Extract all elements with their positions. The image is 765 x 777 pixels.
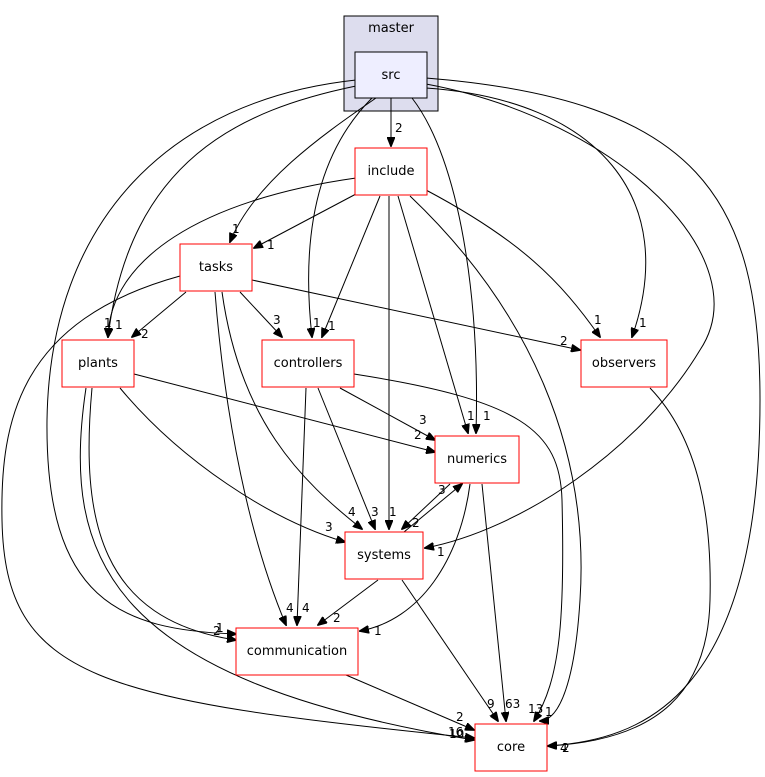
edge-label-controllers-numerics: 3 [419, 413, 427, 427]
edge-numerics-systems [402, 483, 451, 529]
edge-tasks-plants [132, 291, 187, 337]
node-communication[interactable]: communication [235, 627, 359, 676]
edge-tasks-communication [214, 291, 286, 625]
edge-systems-communication [318, 579, 379, 625]
node-core-label: core [497, 740, 525, 755]
node-tasks[interactable]: tasks [179, 243, 253, 292]
edge-label-include-plants: 1 [115, 318, 123, 332]
node-src[interactable]: src [354, 51, 428, 99]
edge-observers-core [548, 387, 711, 746]
node-plants[interactable]: plants [61, 339, 135, 388]
edge-tasks-controllers [239, 291, 282, 337]
edge-controllers-core [353, 373, 564, 721]
edge-src-communication [46, 79, 357, 634]
node-systems[interactable]: systems [344, 531, 424, 580]
node-numerics[interactable]: numerics [434, 435, 520, 484]
node-core[interactable]: core [474, 723, 548, 772]
edge-label-tasks-communication: 4 [286, 601, 294, 615]
edge-src-observers [425, 87, 647, 337]
edge-include-observers [425, 189, 600, 337]
edge-label-systems-core: 9 [487, 697, 495, 711]
node-communication-label: communication [247, 644, 348, 659]
node-include[interactable]: include [354, 147, 428, 196]
edge-src-systems [425, 83, 715, 548]
edge-src-plants [108, 85, 357, 337]
edge-label-tasks-controllers: 3 [273, 313, 281, 327]
node-include-label: include [367, 164, 414, 179]
edge-label-include-core: 1 [545, 705, 553, 719]
edge-label-include-tasks: 1 [267, 238, 275, 252]
edge-label-numerics-systems: 2 [412, 516, 420, 530]
edge-label-tasks-plants: 2 [141, 327, 149, 341]
edge-systems-numerics [403, 484, 462, 533]
edge-include-core [409, 195, 582, 721]
edge-include-plants [108, 177, 357, 337]
edge-plants-systems [119, 387, 345, 542]
edge-label-controllers-core: 13 [528, 702, 543, 716]
edge-label-systems-numerics: 3 [438, 483, 446, 497]
edge-label-plants-numerics: 2 [414, 428, 422, 442]
edge-src-numerics [411, 97, 476, 433]
edge-include-numerics [397, 195, 468, 433]
edge-tasks-observers [251, 279, 580, 350]
edge-label-src-numerics: 1 [483, 409, 491, 423]
edge-plants-communication [88, 387, 236, 640]
edge-label-numerics-core: 63 [505, 697, 520, 711]
edge-label-include-controllers: 1 [328, 319, 336, 333]
edge-label-plants-communication: 2 [213, 624, 221, 638]
edge-tasks-core [1, 275, 474, 738]
edge-src-tasks [230, 97, 377, 242]
node-controllers[interactable]: controllers [261, 339, 355, 388]
node-observers-label: observers [592, 356, 656, 371]
node-plants-label: plants [78, 356, 118, 371]
edge-label-tasks-core: 16 [448, 725, 463, 739]
edge-src-core [425, 77, 761, 746]
edge-label-src-controllers: 1 [313, 316, 321, 330]
node-controllers-label: controllers [274, 356, 343, 371]
edge-label-src-communication: 1 [216, 621, 224, 635]
edge-systems-core [401, 579, 498, 721]
edge-label-tasks-observers: 2 [560, 334, 568, 348]
edge-plants-numerics [133, 373, 435, 452]
edge-include-controllers [322, 195, 381, 337]
edge-labels: 2 1 1 1 1 1 1 1 4 1 1 1 1 1 1 1 2 3 2 4 … [104, 121, 647, 755]
edge-label-controllers-communication: 4 [302, 601, 310, 615]
node-numerics-label: numerics [447, 452, 507, 467]
edge-label-plants-core: 10 [449, 727, 464, 741]
edge-label-systems-communication: 2 [333, 611, 341, 625]
edge-plants-core [79, 387, 474, 740]
edge-src-controllers [309, 97, 373, 337]
edge-controllers-communication [297, 387, 307, 625]
edge-label-include-numerics: 1 [467, 409, 475, 423]
edge-label-controllers-systems: 3 [371, 505, 379, 519]
edge-label-observers-core: 2 [562, 741, 570, 755]
edge-label-include-observers: 1 [594, 313, 602, 327]
edge-numerics-communication [360, 483, 471, 631]
edges [1, 77, 761, 746]
node-src-label: src [382, 68, 401, 83]
edge-include-tasks [254, 193, 357, 248]
edge-label-plants-systems: 3 [325, 520, 333, 534]
node-tasks-label: tasks [199, 260, 233, 275]
edge-label-src-observers: 1 [639, 316, 647, 330]
edge-communication-core [345, 674, 474, 730]
edge-label-src-include: 2 [395, 121, 403, 135]
edge-label-src-systems: 1 [437, 545, 445, 559]
edge-controllers-numerics [339, 387, 435, 440]
edge-tasks-systems [221, 291, 362, 529]
edge-label-communication-core: 2 [456, 710, 464, 724]
edge-controllers-systems [317, 387, 375, 529]
edge-label-src-tasks: 1 [232, 222, 240, 236]
edge-label-numerics-communication: 1 [374, 624, 382, 638]
edge-label-src-plants: 1 [104, 316, 112, 330]
node-observers[interactable]: observers [580, 339, 668, 388]
edge-label-tasks-systems: 4 [348, 505, 356, 519]
edge-label-include-systems: 1 [389, 505, 397, 519]
cluster-master-label: master [368, 21, 414, 36]
edge-label-src-core: 4 [560, 741, 568, 755]
node-systems-label: systems [357, 548, 411, 563]
edge-numerics-core [481, 483, 506, 721]
